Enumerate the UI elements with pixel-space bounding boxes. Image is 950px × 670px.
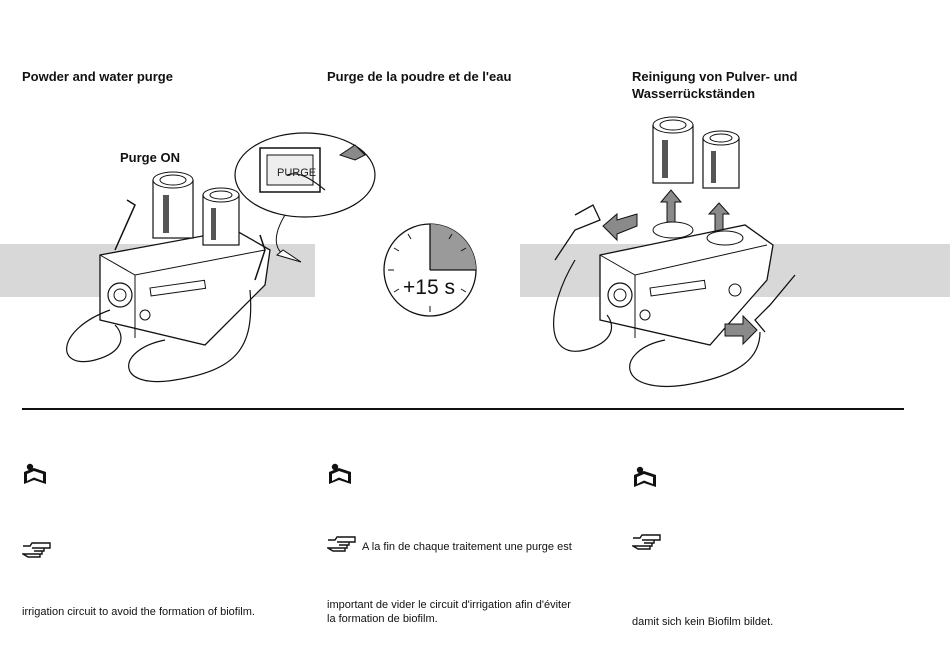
heading-german-line1: Reinigung von Pulver- und	[632, 69, 798, 84]
powder-bottle-lifted-right	[702, 130, 740, 189]
heading-french: Purge de la poudre et de l'eau	[327, 69, 512, 84]
section-divider	[22, 408, 904, 410]
device-bottles-removed-illustration	[553, 116, 796, 387]
english-body-text: irrigation circuit to avoid the formatio…	[22, 606, 255, 618]
french-warning-text: A la fin de chaque traitement une purge …	[362, 541, 572, 553]
powder-bottle-left	[152, 171, 194, 239]
french-body-text: important de vider le circuit d'irrigati…	[327, 598, 617, 626]
manual-reading-icon-de	[634, 466, 656, 487]
manual-reading-icon	[24, 463, 46, 484]
purge-on-label: Purge ON	[120, 150, 180, 165]
purge-button-label: PURGE	[277, 167, 316, 179]
pointing-hand-icon	[22, 542, 51, 558]
french-body-line2: la formation de biofilm.	[327, 613, 438, 625]
heading-english: Powder and water purge	[22, 69, 173, 84]
manual-reading-icon-fr	[329, 463, 351, 484]
timer-illustration: +15 s	[383, 223, 477, 317]
heading-german-line2: Wasserrückständen	[632, 86, 756, 101]
device-purge-illustration: PURGE	[66, 132, 376, 383]
purge-button-closeup: PURGE	[259, 147, 321, 193]
powder-bottle-lifted-left	[652, 116, 694, 184]
pointing-hand-icon-de	[632, 534, 661, 550]
french-body-line1: important de vider le circuit d'irrigati…	[327, 599, 571, 611]
pointing-hand-icon-fr	[327, 536, 356, 552]
timer-label: +15 s	[403, 276, 455, 299]
german-body-text: damit sich kein Biofilm bildet.	[632, 616, 774, 628]
heading-german: Reinigung von Pulver- und Wasserrückstän…	[632, 68, 797, 102]
powder-bottle-right	[202, 187, 240, 246]
